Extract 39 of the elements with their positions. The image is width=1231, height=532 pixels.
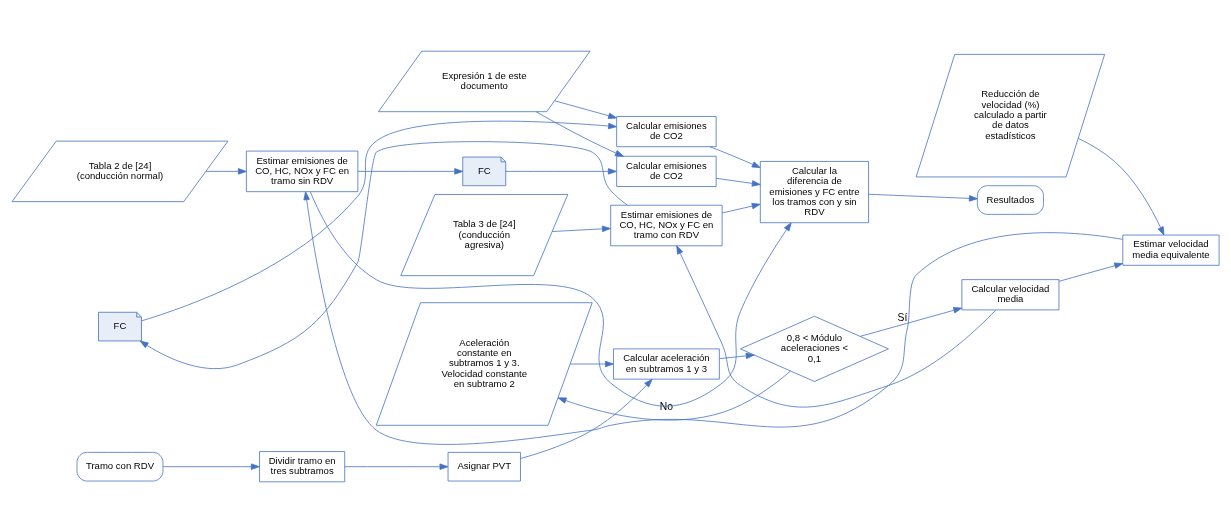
edge-label: No (659, 400, 673, 412)
arrow (309, 191, 792, 407)
edge-label: Sí (897, 311, 908, 323)
node-diamond: 0,8 < Módulo aceleraciones < 0,1 (740, 315, 889, 382)
arrow (676, 244, 997, 407)
arrow (715, 177, 761, 187)
arrow (868, 193, 978, 202)
node-box: Calcular aceleración en subtramos 1 y 3 (613, 348, 720, 380)
arrow (344, 463, 449, 470)
node-box: Calcular emisiones de CO2 (616, 155, 717, 187)
arrow (1077, 137, 1165, 235)
arrow (505, 167, 617, 175)
arrow (709, 145, 761, 168)
node-box: Calcular velocidad media (961, 278, 1060, 310)
node-box: Estimar emisiones de CO, HC, NOx y FC en tramo sin RDV (246, 150, 359, 192)
node-box: Calcular la diferencia de emisiones y FC entre los tramos con y sin RDV (759, 160, 869, 223)
arrow (162, 463, 260, 470)
arrow (569, 360, 614, 367)
arrow (303, 190, 1123, 445)
arrow (357, 167, 464, 175)
arrow (551, 225, 611, 232)
arrow (859, 306, 963, 337)
node-box: Resultados (977, 184, 1044, 215)
arrow (721, 202, 761, 213)
arrow (535, 110, 624, 157)
arrow (139, 140, 628, 369)
node-box: Estimar emisiones de CO, HC, NOx y FC en tramo con RDV (610, 204, 723, 246)
arrow (719, 352, 755, 359)
node-box: Dividir tramo en tres subtramos (259, 450, 346, 482)
node-box: Calcular emisiones de CO2 (616, 115, 717, 147)
arrow (205, 167, 247, 175)
arrow (141, 120, 617, 321)
arrow (520, 378, 653, 459)
arrow (557, 370, 791, 421)
node-box: Tramo con RDV (76, 451, 164, 481)
arrow (554, 99, 617, 119)
arrow (1058, 262, 1124, 282)
node-box: Estimar velocidad media equivalente (1122, 234, 1220, 266)
node-box: Asignar PVT (447, 451, 521, 481)
